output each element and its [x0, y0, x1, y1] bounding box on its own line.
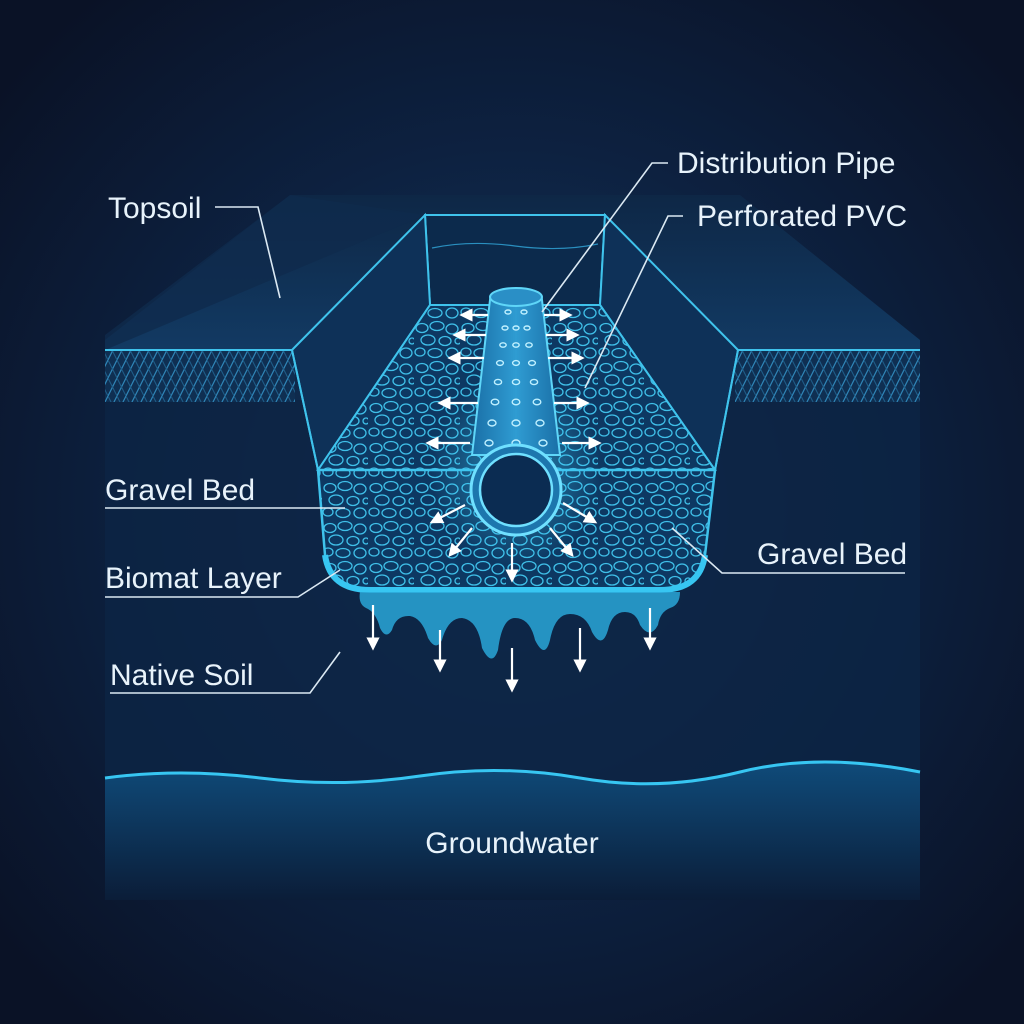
label-groundwater: Groundwater [425, 827, 598, 860]
biomat-layer [322, 554, 708, 593]
topsoil-band-right [735, 350, 920, 402]
label-gravel-bed-right: Gravel Bed [757, 538, 907, 571]
label-distribution-pipe: Distribution Pipe [677, 147, 895, 180]
pipe-perforations [484, 309, 548, 447]
label-perforated-pvc: Perforated PVC [697, 200, 907, 233]
label-biomat-layer: Biomat Layer [105, 562, 282, 595]
percolation-arrows [366, 605, 657, 693]
label-native-soil: Native Soil [110, 659, 253, 692]
label-topsoil: Topsoil [108, 192, 201, 225]
label-gravel-bed-left: Gravel Bed [105, 474, 255, 507]
groundwater-body [105, 762, 920, 900]
topsoil-band-left [105, 350, 295, 402]
water-table-line [104, 760, 921, 786]
lateral-flow-arrows [425, 308, 602, 450]
radial-flow-arrows [429, 502, 598, 583]
leader-lines [105, 162, 905, 694]
